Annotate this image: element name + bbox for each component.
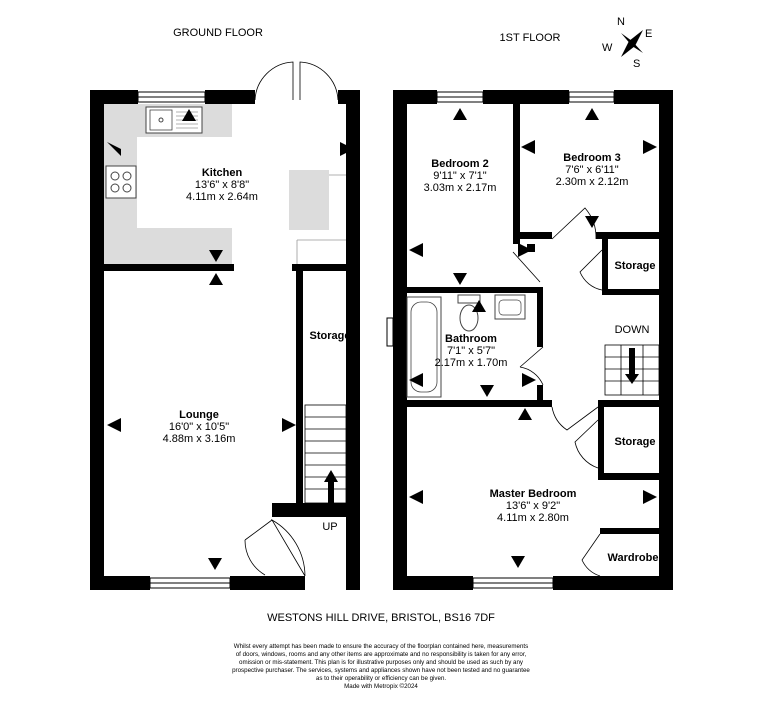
bedroom3-name: Bedroom 3	[563, 152, 620, 164]
disclaimer: Whilst every attempt has been made to en…	[232, 643, 530, 690]
bathroom-metric: 2.17m x 1.70m	[435, 357, 508, 369]
disclaimer-line: as to their operability or efficiency ca…	[316, 675, 447, 682]
bathroom-name: Bathroom	[445, 333, 497, 345]
wardrobe-name: Wardrobe	[608, 552, 659, 564]
stairs-up-label: UP	[322, 521, 337, 533]
property-address: WESTONS HILL DRIVE, BRISTOL, BS16 7DF	[267, 612, 495, 624]
storage-mid-name: Storage	[615, 436, 656, 448]
lounge-name: Lounge	[179, 409, 219, 421]
compass-icon: N E S W	[602, 16, 652, 70]
compass-east: E	[645, 28, 652, 40]
compass-south: S	[633, 58, 640, 70]
bedroom2-imperial: 9'11" x 7'1"	[433, 170, 486, 182]
disclaimer-line: of doors, windows, rooms and any other i…	[236, 651, 527, 658]
bedroom3-imperial: 7'6" x 6'11"	[565, 164, 618, 176]
first-floor-heading: 1ST FLOOR	[500, 32, 561, 44]
bedroom3-metric: 2.30m x 2.12m	[556, 176, 629, 188]
bathroom-imperial: 7'1" x 5'7"	[447, 345, 495, 357]
kitchen-name: Kitchen	[202, 167, 243, 179]
ground-floor-plan	[90, 61, 360, 590]
disclaimer-line: Whilst every attempt has been made to en…	[234, 643, 528, 650]
bedroom2-name: Bedroom 2	[431, 158, 488, 170]
stairs-down-label: DOWN	[615, 324, 650, 336]
compass-north: N	[617, 16, 625, 28]
first-floor-plan	[386, 90, 673, 590]
lounge-imperial: 16'0" x 10'5"	[169, 421, 229, 433]
storage-upper-name: Storage	[615, 260, 656, 272]
kitchen-imperial: 13'6" x 8'8"	[195, 179, 249, 191]
storage-ground-name: Storage	[310, 330, 351, 342]
disclaimer-credit: Made with Metropix ©2024	[344, 683, 418, 690]
master-bedroom-imperial: 13'6" x 9'2"	[506, 500, 560, 512]
bedroom2-metric: 3.03m x 2.17m	[424, 182, 497, 194]
disclaimer-line: omission or mis-statement. This plan is …	[239, 659, 524, 666]
ground-floor-heading: GROUND FLOOR	[173, 27, 263, 39]
compass-west: W	[602, 42, 613, 54]
master-bedroom-name: Master Bedroom	[490, 488, 577, 500]
lounge-metric: 4.88m x 3.16m	[163, 433, 236, 445]
disclaimer-line: prospective purchaser. The services, sys…	[232, 667, 530, 674]
kitchen-metric: 4.11m x 2.64m	[186, 191, 258, 203]
master-bedroom-metric: 4.11m x 2.80m	[497, 512, 569, 524]
